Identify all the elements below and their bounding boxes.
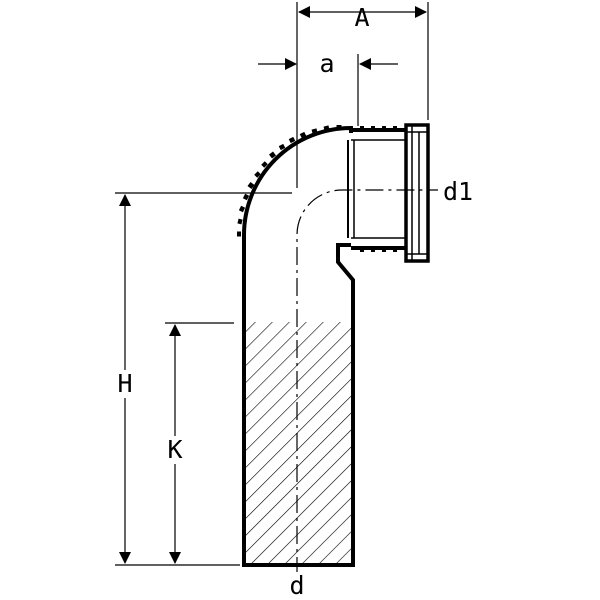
extension-lines xyxy=(115,2,429,566)
dimension-A-label: A xyxy=(354,3,369,32)
center-lines xyxy=(296,189,438,575)
dimension-K-label: K xyxy=(167,435,182,464)
pipe-outer-wall xyxy=(242,125,353,565)
outlet-body xyxy=(347,128,406,250)
pipe-inner-wall xyxy=(336,243,355,565)
bend-ribs xyxy=(237,125,342,237)
dimension-a-label: a xyxy=(319,49,334,78)
dimension-d-label: d xyxy=(289,571,304,600)
dimension-K-label-bg xyxy=(162,436,188,464)
water-seal-hatch xyxy=(244,322,353,564)
outlet-flange xyxy=(404,123,430,263)
outlet-ribs xyxy=(360,126,397,252)
dimension-H-label-bg xyxy=(112,370,138,398)
dimension-H-label: H xyxy=(117,369,132,398)
dimension-d-label-bg xyxy=(285,572,311,598)
dimension-d1-label: d1 xyxy=(443,177,473,206)
